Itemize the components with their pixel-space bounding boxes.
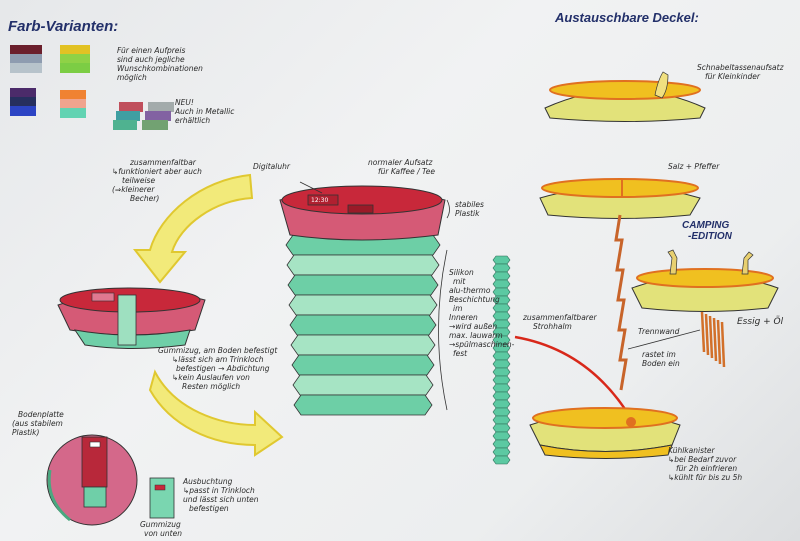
divider-slat (712, 317, 718, 362)
bellows-fold (290, 334, 436, 356)
bellows-fold (288, 294, 438, 316)
bellows-fold (292, 374, 434, 396)
divider-rod (614, 214, 628, 391)
straw-segment (492, 359, 511, 369)
straw-segment (492, 399, 511, 409)
divider-slat (700, 311, 706, 353)
straw-segment (492, 367, 511, 377)
color-swatch (119, 102, 143, 112)
camping-edition-label: CAMPING-EDITION (682, 220, 732, 242)
color-variants-title: Farb-Varianten: (8, 18, 119, 35)
divider-label: Trennwand (638, 327, 680, 336)
straw-arrow (514, 335, 634, 421)
bellows-fold (291, 354, 435, 376)
color-swatch (10, 97, 36, 107)
bellows-fold (287, 274, 439, 296)
color-swatch (10, 45, 42, 55)
digital-clock-label: Digitaluhr (253, 162, 290, 171)
camping-lid (631, 249, 779, 312)
divider-wall (700, 311, 726, 368)
salt-pepper-label: Salz + Pfeffer (668, 162, 720, 171)
color-swatch (148, 102, 174, 112)
color-swatch (60, 99, 86, 109)
salt-pepper-lid (539, 178, 701, 219)
lids-title: Austauschbare Deckel: (555, 10, 699, 25)
elastic-patch (149, 477, 175, 519)
straw-segment (492, 423, 511, 433)
straw-segment (492, 455, 511, 465)
bellows-fold (289, 314, 437, 336)
elastic-note: Gummizug, am Boden befestigt↳lässt sich … (158, 346, 278, 391)
straw-segment (492, 447, 511, 457)
straw-segment (492, 375, 511, 385)
color-swatch (142, 120, 168, 130)
cup-bellows (285, 234, 441, 416)
divider-slat (704, 313, 710, 356)
straw-segment (492, 431, 511, 441)
color-swatch (145, 111, 171, 121)
straw-segment (492, 415, 511, 425)
color-swatch (10, 88, 36, 98)
straw-segment (492, 407, 511, 417)
straw-segment (492, 255, 511, 265)
cooler-lid (529, 407, 681, 459)
sippy-lid (544, 71, 706, 122)
color-swatches (10, 45, 174, 130)
color-swatch (10, 54, 42, 64)
divider-slat (716, 319, 722, 365)
collapsible-straw (492, 255, 511, 465)
color-swatch (60, 63, 90, 73)
color-swatch (60, 45, 90, 55)
straw-segment (492, 391, 511, 401)
bellows-fold (286, 254, 440, 276)
color-swatch (116, 111, 140, 121)
color-swatch (10, 106, 36, 116)
collapse-arrow (132, 173, 254, 284)
divider-slat (708, 315, 714, 359)
divider-slat (720, 321, 726, 368)
vinegar-oil-label: Essig + Öl (737, 317, 784, 327)
color-swatch (113, 120, 137, 130)
color-swatch (60, 54, 90, 64)
color-swatch (10, 63, 42, 73)
straw-segment (492, 439, 511, 449)
color-swatch (60, 90, 86, 100)
bellows-fold (293, 394, 433, 416)
straw-segment (492, 383, 511, 393)
clock-display: 12:30 (311, 197, 329, 204)
color-swatch (60, 108, 86, 118)
expand-arrow (148, 369, 284, 457)
